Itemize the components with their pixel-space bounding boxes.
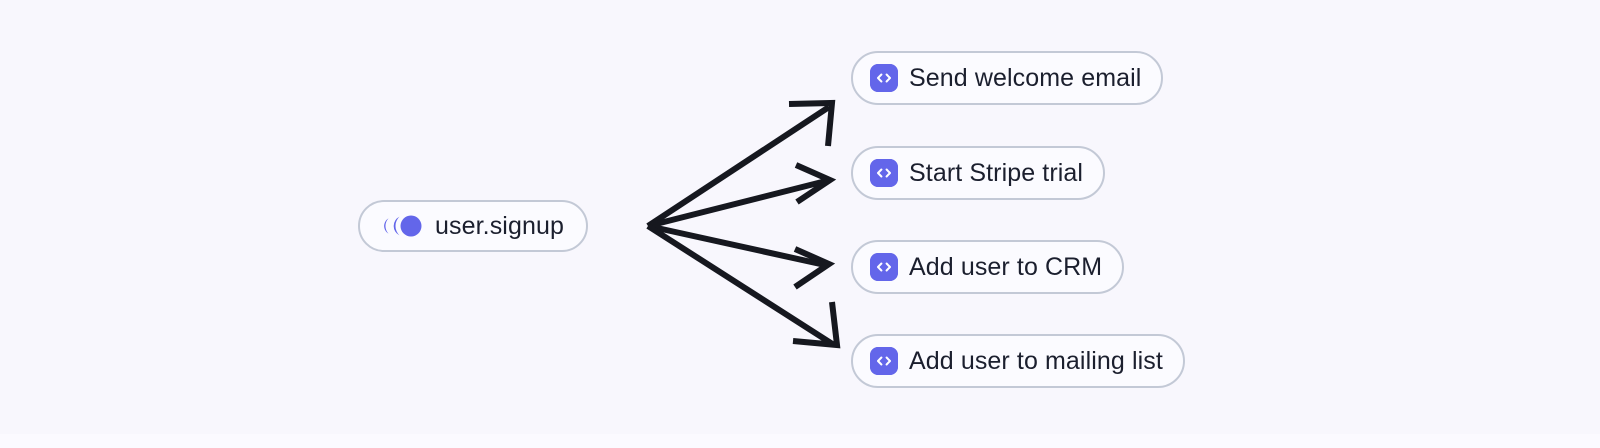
canvas-bottom-strip — [0, 434, 1600, 448]
edge-to-add-user-to-mailing-list — [646, 223, 841, 349]
action-node-label: Add user to mailing list — [909, 346, 1163, 375]
action-node-label: Start Stripe trial — [909, 158, 1084, 187]
action-node-start-stripe-trial[interactable]: Start Stripe trial — [851, 146, 1106, 200]
edge-to-add-user-to-crm — [647, 223, 836, 290]
edge-to-start-stripe-trial — [647, 162, 837, 229]
trigger-node-label: user.signup — [435, 211, 564, 240]
action-node-add-user-to-mailing-list[interactable]: Add user to mailing list — [851, 334, 1185, 388]
trigger-node-user-signup[interactable]: user.signup — [358, 200, 588, 252]
edge-to-send-welcome-email — [646, 99, 836, 229]
action-node-label: Add user to CRM — [909, 252, 1103, 281]
signal-trigger-icon — [384, 215, 422, 237]
code-brackets-icon — [870, 253, 898, 281]
action-node-label: Send welcome email — [909, 63, 1142, 92]
code-brackets-icon — [870, 64, 898, 92]
action-node-send-welcome-email[interactable]: Send welcome email — [851, 51, 1164, 105]
code-brackets-icon — [870, 347, 898, 375]
code-brackets-icon — [870, 159, 898, 187]
action-node-add-user-to-crm[interactable]: Add user to CRM — [851, 240, 1125, 294]
